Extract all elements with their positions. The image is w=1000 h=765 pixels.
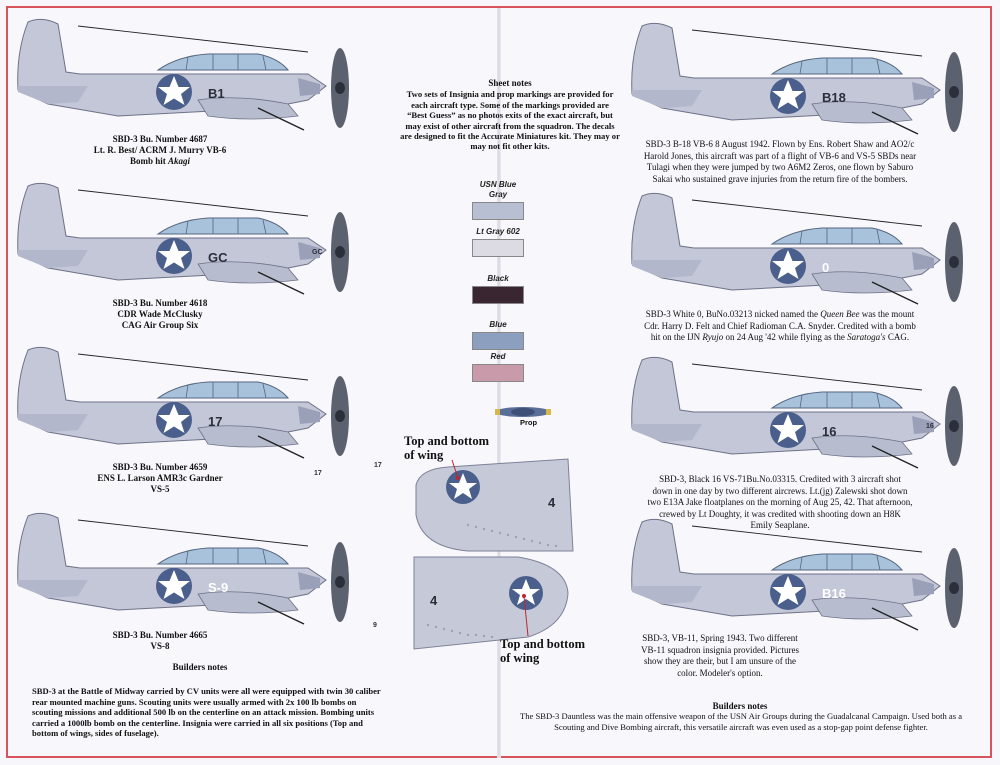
fuselage-code: B1 [208, 86, 225, 101]
swatch-black: Black [472, 274, 524, 304]
aircraft-profile-sbd-4659: 17 [8, 340, 368, 465]
aircraft-profile-sbd-4687: B1 [8, 12, 368, 137]
prop-label: Prop [520, 418, 538, 427]
swatch-chip [472, 364, 524, 382]
fuselage-code: 16 [822, 424, 836, 439]
callout-number: 17 [374, 462, 382, 469]
aircraft-profile-sbd-4618: GC GC [8, 176, 368, 301]
prop-decal [493, 404, 553, 425]
fuselage-code: 17 [208, 414, 222, 429]
caption-sbd-4659: SBD-3 Bu. Number 4659 ENS L. Larson AMR3… [97, 462, 223, 494]
tail-code: GC [312, 249, 323, 256]
aircraft-profile-sbd-b18: B18 [622, 16, 982, 141]
caption-sbd-4687: SBD-3 Bu. Number 4687 Lt. R. Best/ ACRM … [93, 134, 227, 166]
fuselage-code: GC [208, 250, 228, 265]
swatch-chip [472, 239, 524, 257]
center-fold [497, 8, 501, 758]
callout-number: 9 [373, 622, 377, 629]
caption-sbd-b16: SBD-3, VB-11, Spring 1943. Two different… [641, 633, 799, 678]
swatch-chip [472, 332, 524, 350]
caption-sbd-b18: SBD-3 B-18 VB-6 8 August 1942. Flown by … [643, 139, 917, 184]
caption-sbd-4618: SBD-3 Bu. Number 4618 CDR Wade McClusky … [112, 298, 208, 330]
aircraft-profile-sbd-b16: B16 [622, 512, 982, 637]
fuselage-code: B18 [822, 90, 846, 105]
sheet-notes-title: Sheet notes [488, 78, 532, 88]
swatch-lt-gray-602: Lt Gray 602 [472, 227, 524, 257]
builders-notes-left-body: SBD-3 at the Battle of Midway carried by… [32, 686, 381, 738]
caption-sbd-white0: SBD-3 White 0, BuNo.03213 nicked named t… [644, 309, 916, 342]
builders-notes-left-title: Builders notes [172, 662, 228, 672]
wing-label-bottom-arrow [522, 594, 529, 637]
wing-label-bottom: Top and bottom of wing [500, 637, 585, 665]
fuselage-code: 0 [822, 260, 829, 275]
tail-code: 16 [926, 423, 934, 430]
svg-text:4: 4 [548, 495, 556, 510]
swatch-usn-blue-gray: USN Blue Gray [472, 180, 524, 220]
wing-label-top-arrow [451, 459, 460, 480]
fuselage-code: S-9 [208, 580, 228, 595]
wing-upper: 4 [408, 455, 578, 555]
swatch-red: Red [472, 352, 524, 382]
swatch-chip [472, 286, 524, 304]
svg-text:4: 4 [430, 593, 438, 608]
aircraft-profile-sbd-white0: 0 [622, 186, 982, 311]
wing-label-top: Top and bottom of wing [404, 434, 489, 462]
sheet-notes: Sheet notes Two sets of Insignia and pro… [400, 78, 620, 152]
swatch-blue: Blue [472, 320, 524, 350]
wing-lower: 4 [408, 553, 578, 653]
builders-notes-right-body: The SBD-3 Dauntless was the main offensi… [519, 711, 963, 732]
aircraft-profile-sbd-4665: S-9 [8, 506, 368, 631]
swatch-chip [472, 202, 524, 220]
sheet-notes-body: Two sets of Insignia and prop markings a… [400, 89, 620, 152]
builders-notes-right-title: Builders notes [712, 701, 768, 711]
fuselage-code: B16 [822, 586, 846, 601]
caption-sbd-4665: SBD-3 Bu. Number 4665 VS-8 [112, 630, 208, 651]
caption-sbd-black16: SBD-3, Black 16 VS-71Bu.No.03315. Credit… [647, 474, 913, 530]
callout-number: 17 [314, 470, 322, 477]
